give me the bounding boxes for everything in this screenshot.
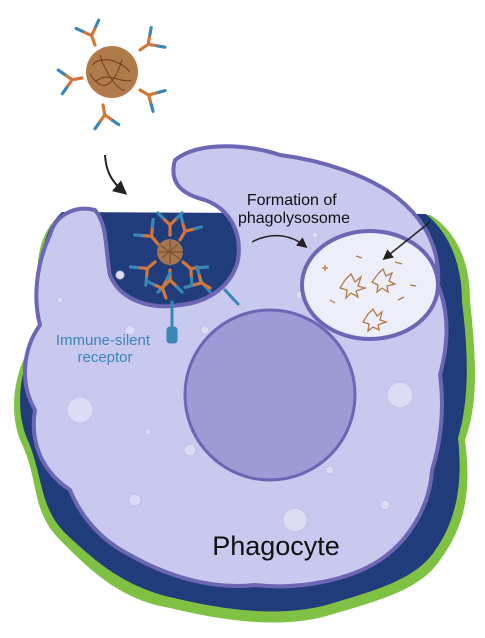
cytoplasm-vesicles <box>56 231 414 533</box>
receptor-label-line1: Immune-silent <box>56 332 151 349</box>
phagolysosome-label-line1: Formation of <box>247 192 337 209</box>
arrow-icon <box>251 234 308 248</box>
arrow-icon <box>382 221 431 260</box>
receptor-label-line2: receptor <box>77 349 132 366</box>
immune-complex <box>56 18 167 131</box>
digested-particle-icon <box>322 255 417 333</box>
nucleus <box>183 308 357 482</box>
arrow-icon <box>104 154 128 195</box>
phagolysosome-label-line2: phagolysosome <box>238 210 350 227</box>
cell-label: Phagocyte <box>212 531 340 561</box>
engulfed-complex <box>128 211 210 294</box>
receptor-label: Immune-silent receptor <box>56 332 154 366</box>
phagolysosome <box>300 229 440 341</box>
phagolysosome-label: Formation of phagolysosome <box>238 192 350 227</box>
